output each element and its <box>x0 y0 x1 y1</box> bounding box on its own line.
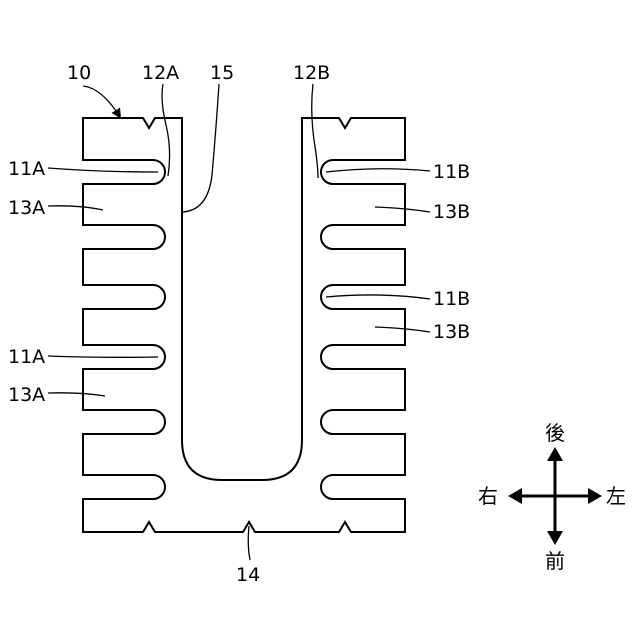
compass-arrow-up <box>547 447 563 461</box>
label-12A: 12A <box>142 62 179 84</box>
label-12B: 12B <box>293 62 330 84</box>
leader-11B-upper <box>326 169 430 172</box>
label-11B-lower: 11B <box>433 288 470 310</box>
leader-11A-lower <box>48 356 158 357</box>
label-13B-upper: 13B <box>433 201 470 223</box>
component-body-outline <box>83 118 405 532</box>
compass-arrow-right <box>588 488 602 504</box>
label-15: 15 <box>210 62 234 84</box>
leader-10-arrow <box>83 86 120 117</box>
compass-label-front: 前 <box>545 549 565 573</box>
compass-label-back: 後 <box>545 421 565 445</box>
compass-arrow-left <box>508 488 522 504</box>
label-11B-upper: 11B <box>433 161 470 183</box>
compass-arrow-down <box>547 531 563 545</box>
label-14: 14 <box>236 564 260 586</box>
direction-compass: 後 前 右 左 <box>478 421 626 573</box>
label-11A-lower: 11A <box>8 346 45 368</box>
label-13B-lower: 13B <box>433 321 470 343</box>
compass-label-right: 右 <box>478 484 498 508</box>
label-10: 10 <box>67 62 91 84</box>
leader-15 <box>183 84 219 212</box>
compass-label-left: 左 <box>606 484 626 508</box>
leader-14 <box>248 526 250 560</box>
label-13A-upper: 13A <box>8 197 45 219</box>
leader-11A-upper <box>48 168 158 172</box>
label-11A-upper: 11A <box>8 158 45 180</box>
label-13A-lower: 13A <box>8 384 45 406</box>
leader-11B-lower <box>326 295 430 299</box>
